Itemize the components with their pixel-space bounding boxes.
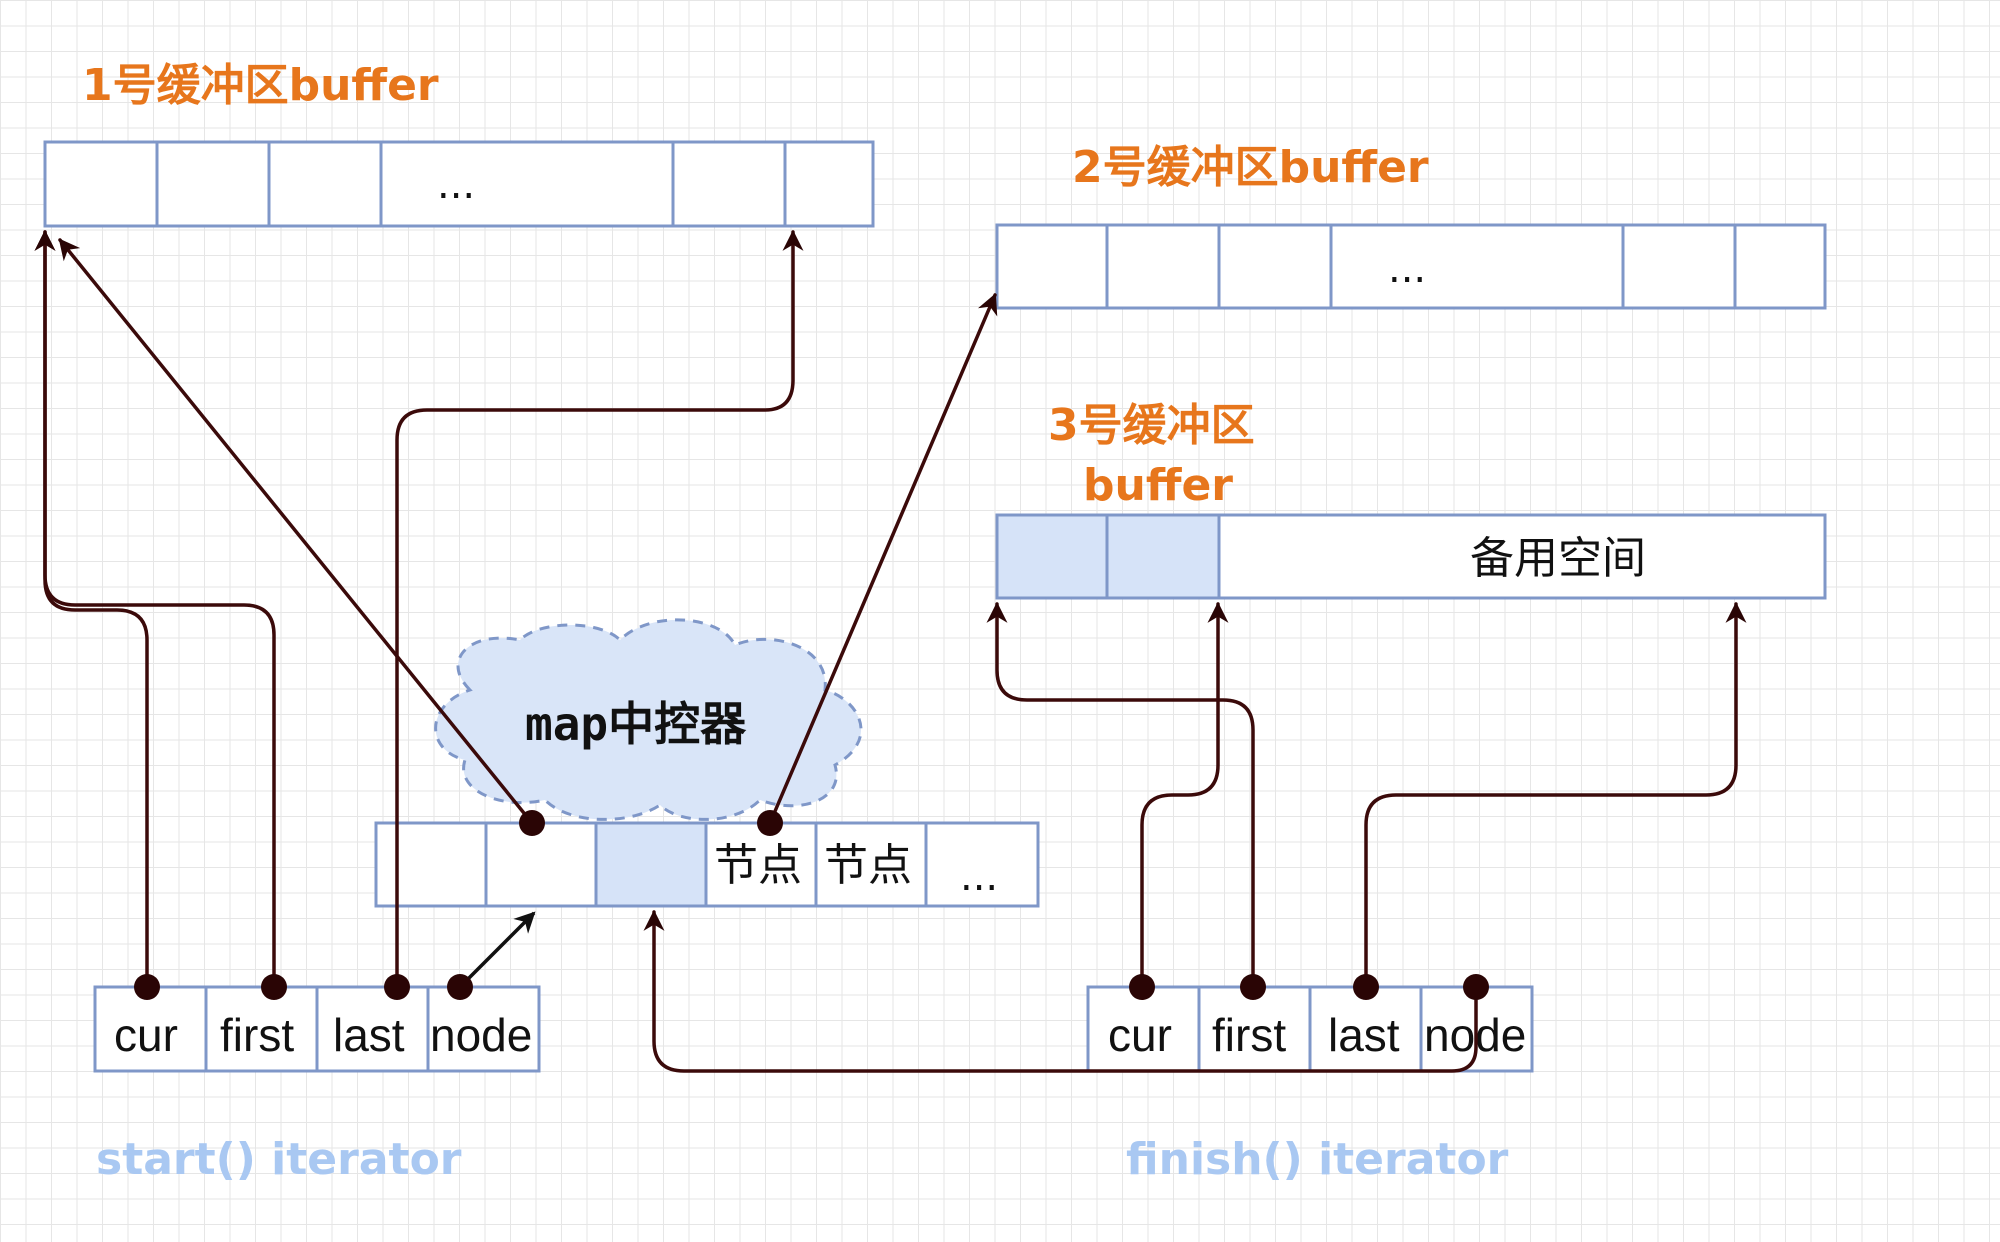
finish-last-label: last <box>1328 1009 1400 1061</box>
finish-first-arrow <box>986 601 1255 989</box>
buffer3-title-line1: 3号缓冲区 <box>1048 400 1255 451</box>
buffer3-title-line2: buffer <box>1083 460 1233 511</box>
map-node1-to-buffer1-arrow <box>58 238 534 825</box>
start-last-label: last <box>333 1009 405 1061</box>
map-cloud <box>434 618 863 821</box>
finish-iterator-label: finish() iterator <box>1126 1134 1509 1185</box>
start-last-arrow <box>395 229 804 989</box>
start-node-arrow <box>458 911 536 989</box>
buffer1-cells <box>43 140 875 228</box>
start-iterator-box <box>93 985 541 1073</box>
buffer1-title: 1号缓冲区buffer <box>82 60 439 111</box>
map-node-label-1: 节点 <box>714 840 802 891</box>
map-node-label-2: 节点 <box>824 840 912 891</box>
map-node2-to-buffer2-arrow <box>768 293 998 825</box>
finish-cur-label: cur <box>1108 1009 1172 1061</box>
buffer1-ellipsis: ... <box>437 162 475 208</box>
start-cur-label: cur <box>114 1009 178 1061</box>
start-node-label: node <box>430 1009 532 1061</box>
map-label: map中控器 <box>525 697 747 751</box>
start-iterator-label: start() iterator <box>96 1134 462 1185</box>
connection-dots <box>134 810 1489 1000</box>
start-first-label: first <box>220 1009 294 1061</box>
finish-cur-arrow <box>1140 601 1229 989</box>
buffer3-cells <box>995 513 1827 600</box>
start-cur-arrow <box>34 229 149 989</box>
buffer2-ellipsis: ... <box>1388 246 1426 292</box>
map-ellipsis: ... <box>960 854 998 900</box>
start-first-arrow <box>34 229 276 989</box>
buffer2-cells <box>995 223 1827 310</box>
finish-last-arrow <box>1364 601 1747 989</box>
buffer2-title: 2号缓冲区buffer <box>1072 142 1429 193</box>
buffer3-spare-label: 备用空间 <box>1470 533 1646 584</box>
finish-first-label: first <box>1212 1009 1286 1061</box>
finish-node-arrow <box>643 909 1478 1073</box>
map-node-array <box>374 821 1040 908</box>
